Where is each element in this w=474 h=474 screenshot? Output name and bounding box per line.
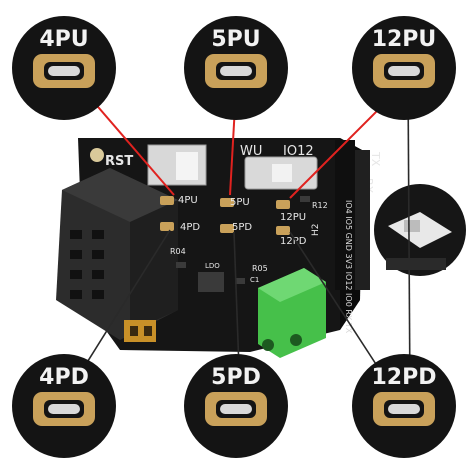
wu-label: WU	[240, 144, 262, 159]
wu-switch	[244, 156, 318, 190]
board-pad-12pu-label: 12PU	[280, 212, 306, 223]
callout-5pu-label: 5PU	[211, 27, 260, 52]
reset-button	[147, 144, 207, 186]
callout-5pu: 5PU	[184, 16, 288, 120]
callout-12pd: 12PD	[352, 354, 456, 458]
tx-label: TX	[369, 151, 382, 167]
callout-5pd: 5PD	[184, 354, 288, 458]
pin-header	[335, 140, 370, 290]
callout-12pd-label: 12PD	[371, 365, 436, 390]
smd-components	[176, 196, 310, 292]
jumper-pins	[124, 320, 156, 342]
h2-label: H2	[311, 224, 321, 237]
terminal-block	[258, 268, 326, 358]
callout-4pu-label: 4PU	[39, 27, 88, 52]
mounting-hole	[90, 148, 104, 162]
callout-4pd: 4PD	[12, 354, 116, 458]
ldo-label: LDO	[205, 262, 220, 270]
board-pads	[160, 196, 290, 235]
callout-12pu-label: 12PU	[372, 27, 437, 52]
board-pad-4pd-label: 4PD	[180, 222, 200, 233]
pin-header-text: IO4 IO5 GND 3V3 IO12 IO0 RX TX	[344, 200, 353, 334]
c1-label: C1	[250, 276, 259, 284]
arrow-vertical-right	[407, 79, 411, 399]
callout-4pu: 4PU	[12, 16, 116, 120]
callout-4pd-label: 4PD	[39, 365, 89, 390]
r12-label: R12	[312, 201, 328, 210]
io12-label: IO12	[283, 144, 314, 159]
r05-label: R05	[252, 264, 268, 273]
rst-label: RST	[105, 154, 133, 169]
female-socket	[56, 168, 178, 340]
r04-label: R04	[170, 247, 186, 256]
board-pad-4pu-label: 4PU	[178, 195, 198, 206]
switch-closeup	[374, 184, 466, 276]
board-pad-5pd-label: 5PD	[232, 222, 252, 233]
board-pad-12pd-label: 12PD	[280, 236, 307, 247]
callout-12pu: 12PU	[352, 16, 456, 120]
callout-5pd-label: 5PD	[211, 365, 261, 390]
board-pad-5pu-label: 5PU	[230, 197, 250, 208]
